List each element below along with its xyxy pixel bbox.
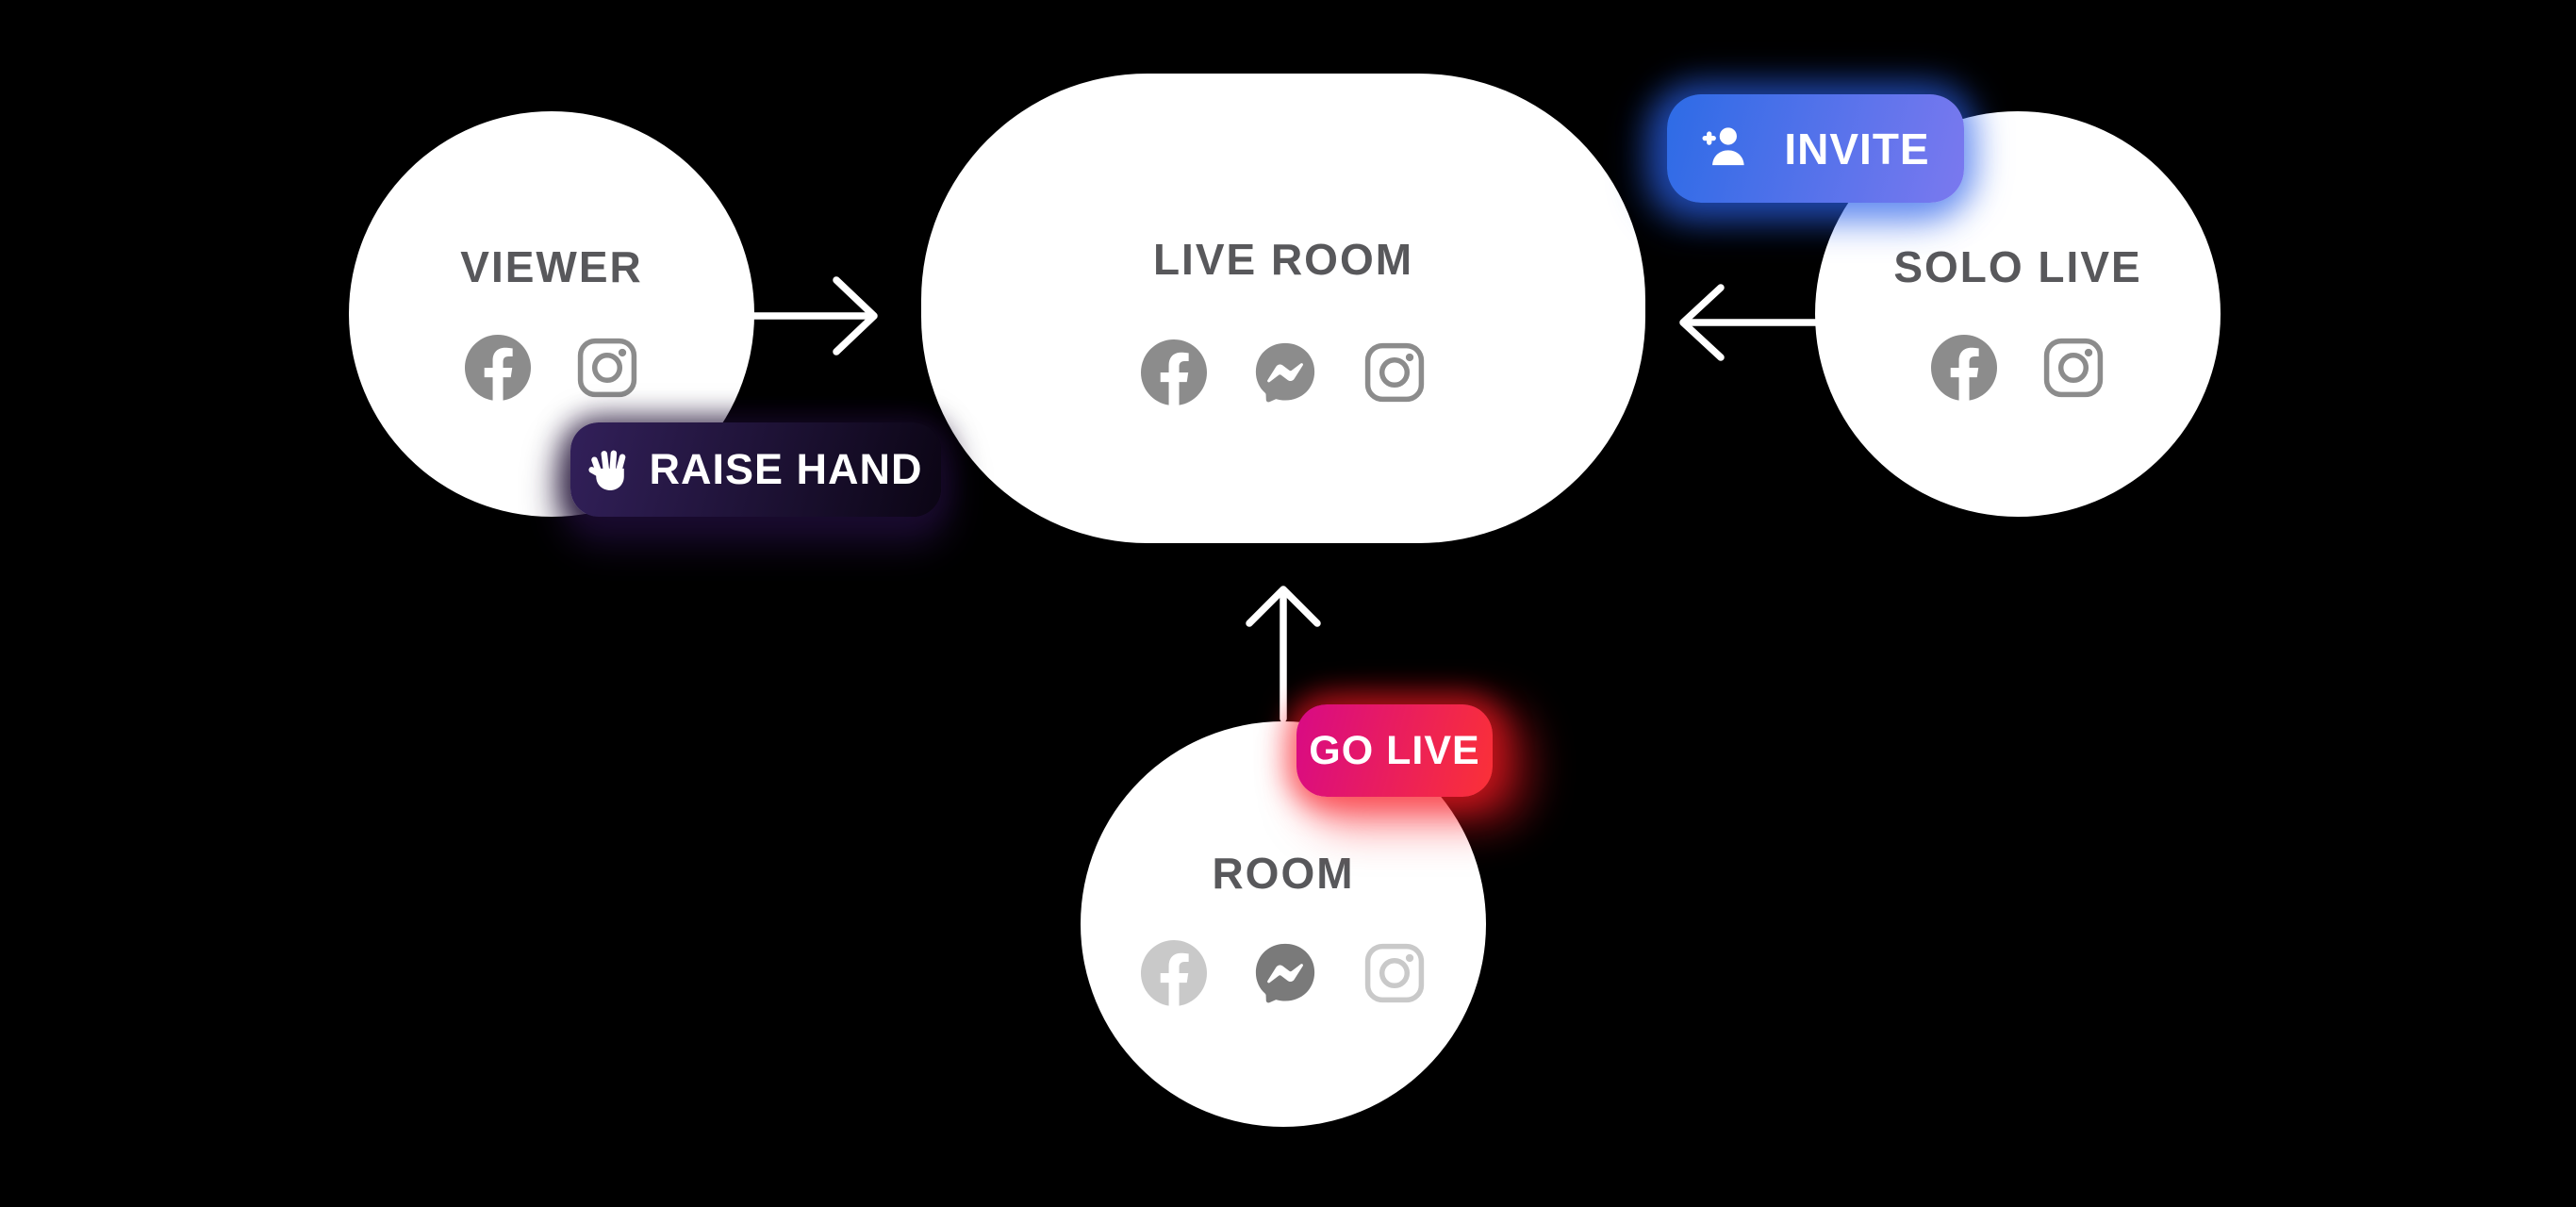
messenger-icon bbox=[1252, 940, 1318, 1006]
room-platform-icons bbox=[1141, 939, 1426, 1006]
viewer-label: VIEWER bbox=[460, 242, 643, 291]
invite-button[interactable]: INVITE bbox=[1667, 94, 1964, 203]
node-viewer: VIEWER bbox=[349, 111, 754, 517]
live-room-platform-icons bbox=[1141, 339, 1426, 405]
facebook-icon bbox=[1141, 939, 1207, 1006]
room-label: ROOM bbox=[1212, 849, 1355, 898]
raise-hand-label: RAISE HAND bbox=[649, 445, 923, 493]
instagram-icon bbox=[1363, 341, 1426, 404]
arrow-room-to-live-room bbox=[1242, 580, 1325, 723]
facebook-icon bbox=[1931, 334, 1997, 401]
live-room-label: LIVE ROOM bbox=[1152, 235, 1414, 284]
instagram-icon bbox=[2042, 337, 2105, 399]
arrow-solo-live-to-live-room bbox=[1675, 280, 1825, 367]
node-live-room: LIVE ROOM bbox=[921, 74, 1645, 543]
person-add-icon bbox=[1701, 124, 1748, 173]
messenger-icon bbox=[1252, 339, 1318, 405]
go-live-button[interactable]: GO LIVE bbox=[1296, 704, 1493, 797]
facebook-icon bbox=[465, 334, 531, 401]
invite-label: INVITE bbox=[1784, 124, 1930, 174]
instagram-icon bbox=[1363, 942, 1426, 1004]
raise-hand-button[interactable]: RAISE HAND bbox=[570, 422, 941, 517]
facebook-icon bbox=[1141, 339, 1207, 405]
solo-live-platform-icons bbox=[1931, 334, 2105, 401]
instagram-icon bbox=[576, 337, 638, 399]
go-live-label: GO LIVE bbox=[1309, 727, 1480, 773]
solo-live-label: SOLO LIVE bbox=[1893, 242, 2142, 291]
viewer-platform-icons bbox=[465, 334, 638, 401]
raised-hand-icon bbox=[588, 445, 632, 495]
arrow-viewer-to-live-room bbox=[735, 273, 886, 359]
